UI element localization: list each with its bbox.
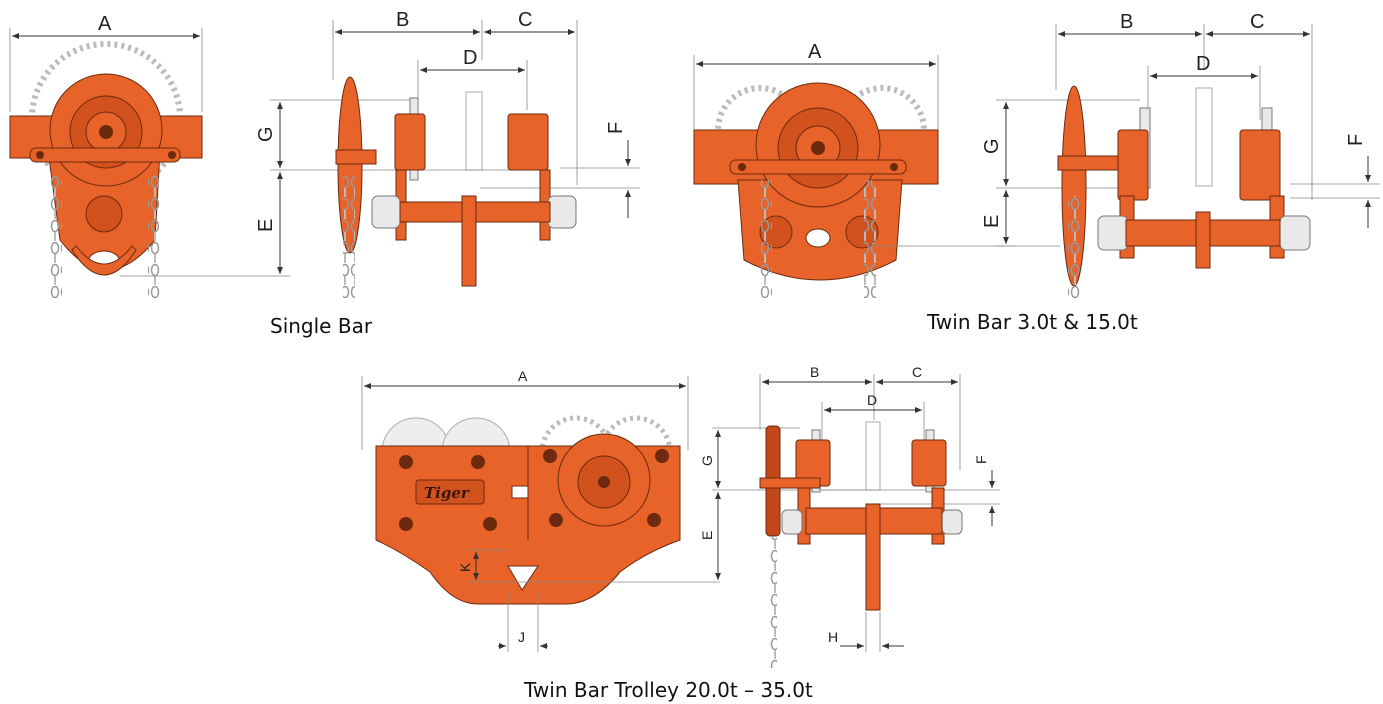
dimension-f-label-3: F [973, 455, 989, 464]
twin-bar-large-front-view: A Tiger K J [361, 368, 720, 652]
dimension-e-label-3: E [699, 531, 715, 540]
dimension-g-label: G [255, 126, 277, 142]
twin-bar-small-side-view: B C D G E F [981, 11, 1380, 298]
dimension-d-label: D [463, 47, 477, 69]
dimension-k-label: K [457, 562, 473, 572]
tiger-logo: Tiger [424, 484, 470, 502]
twin-bar-large-side-view: B C D G E F H [699, 364, 1000, 668]
twin-bar-small-front-view: A [693, 41, 1016, 298]
dimension-b-label: B [396, 9, 409, 31]
dimension-d-label-3: D [867, 392, 877, 408]
caption-twin-bar-large: Twin Bar Trolley 20.0t – 35.0t [524, 678, 813, 702]
caption-single-bar: Single Bar [270, 314, 373, 338]
dimension-h-label: H [828, 629, 838, 645]
dimension-b-label-3: B [810, 364, 819, 380]
dimension-f-label: F [605, 122, 627, 134]
hand-chain-right [148, 176, 160, 298]
dimension-a-label-2: A [808, 41, 822, 63]
single-bar-front-view: A [9, 13, 290, 298]
dimension-b-label-2: B [1120, 11, 1133, 33]
dimension-e-label-2: E [981, 215, 1003, 228]
single-bar-side-view: B C D G E F [255, 9, 640, 298]
caption-twin-bar-small: Twin Bar 3.0t & 15.0t [927, 310, 1138, 334]
dimension-c-label-2: C [1250, 11, 1264, 33]
dimension-g-label-3: G [699, 455, 715, 466]
dimension-f-label-2: F [1345, 134, 1367, 146]
dimension-j-label: J [518, 629, 525, 645]
dimension-g-label-2: G [981, 138, 1003, 154]
dimension-c-label-3: C [912, 364, 922, 380]
dimension-e-label: E [255, 219, 277, 232]
dimension-a-label-3: A [518, 368, 528, 384]
hand-chain-left [50, 176, 62, 298]
dimension-a-label: A [98, 13, 112, 35]
dimension-d-label-2: D [1196, 53, 1210, 75]
dimension-c-label: C [518, 9, 532, 31]
